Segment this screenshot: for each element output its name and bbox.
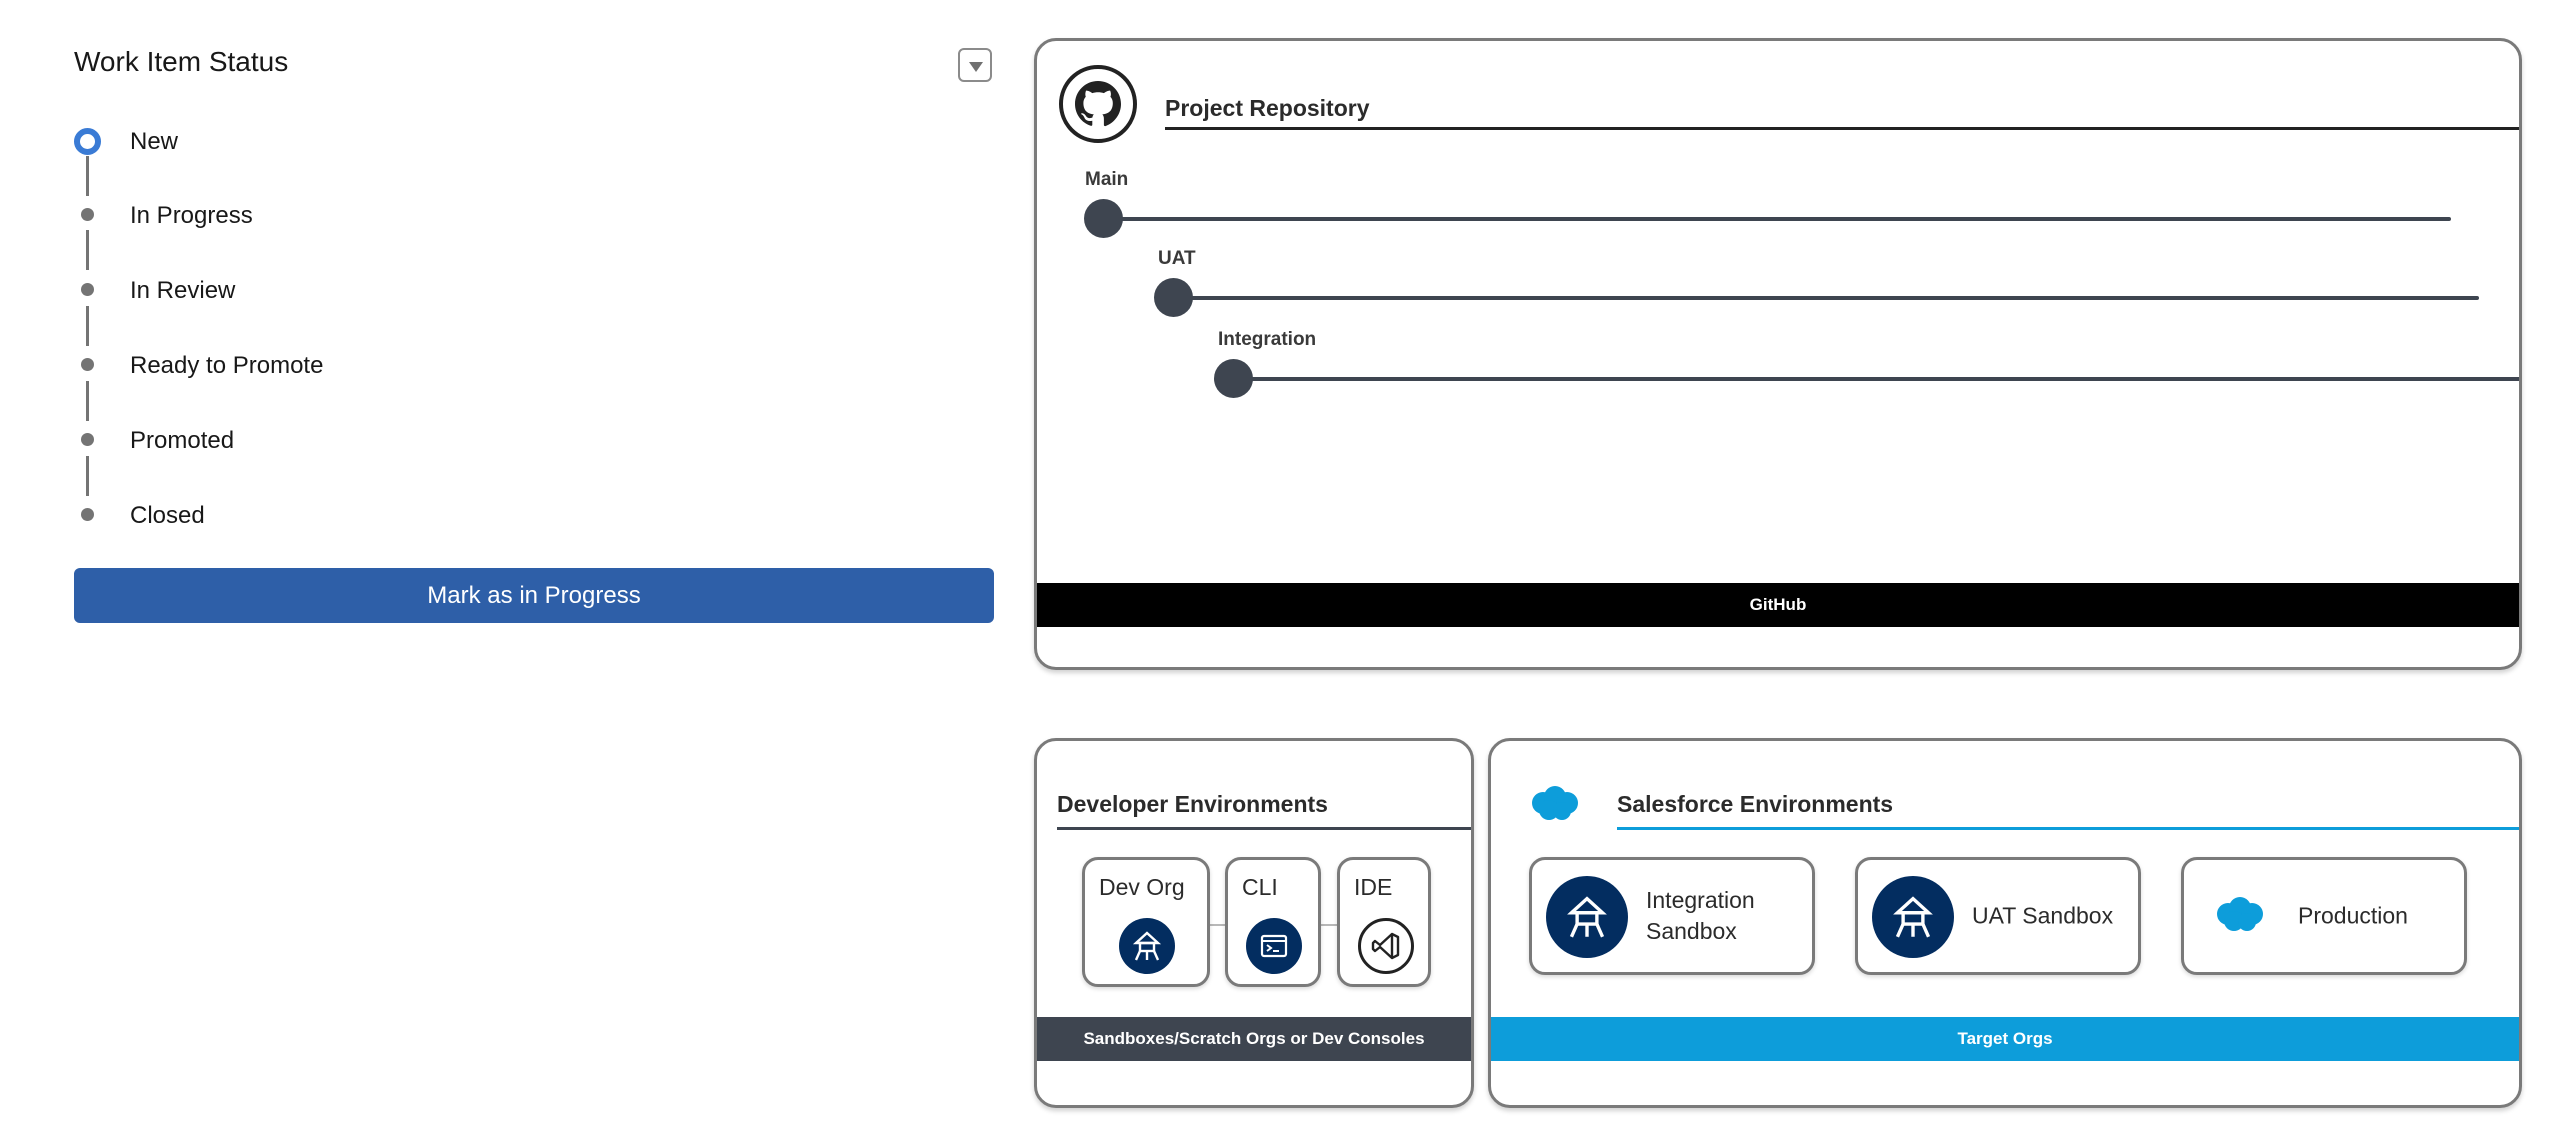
status-step-label: Closed — [130, 502, 205, 529]
integration-sandbox-env[interactable]: Integration Sandbox — [1529, 857, 1815, 975]
sandbox-icon — [1119, 918, 1175, 974]
step-indicator — [81, 508, 94, 521]
tool-label: CLI — [1242, 874, 1278, 900]
target-orgs-footer: Target Orgs — [1491, 1017, 2519, 1061]
developer-environments-card: Developer Environments Dev Org CLI — [1034, 738, 1474, 1108]
mark-as-in-progress-button[interactable]: Mark as in Progress — [74, 568, 994, 623]
github-footer: GitHub — [1037, 583, 2519, 627]
env-label: Integration Sandbox — [1646, 885, 1755, 947]
repository-title: Project Repository — [1165, 95, 1370, 121]
status-menu-dropdown-button[interactable] — [958, 48, 992, 82]
tool-connector — [1207, 924, 1227, 926]
status-step-label: In Progress — [130, 202, 253, 229]
terminal-icon — [1246, 918, 1302, 974]
sandbox-icon — [1872, 876, 1954, 958]
branch-line — [1099, 217, 2451, 221]
salesforce-environments-title: Salesforce Environments — [1617, 791, 1894, 817]
chevron-down-icon — [969, 62, 983, 72]
status-step-label: New — [130, 128, 179, 155]
step-indicator — [81, 208, 94, 221]
dev-environments-footer: Sandboxes/Scratch Orgs or Dev Consoles — [1037, 1017, 1471, 1061]
tool-label: IDE — [1354, 874, 1393, 900]
dev-org-tool[interactable]: Dev Org — [1082, 857, 1210, 987]
project-repository-card: Project Repository Main UAT Integration … — [1034, 38, 2522, 670]
uat-sandbox-env[interactable]: UAT Sandbox — [1855, 857, 2141, 975]
salesforce-cloud-icon — [1527, 785, 1581, 828]
step-indicator — [81, 283, 94, 296]
tool-label: Dev Org — [1099, 874, 1185, 900]
branch-label: Integration — [1218, 329, 1317, 350]
ide-tool[interactable]: IDE — [1337, 857, 1431, 987]
branch-label: Main — [1085, 169, 1129, 190]
env-label-line: Integration — [1646, 887, 1755, 913]
work-item-status-panel: Work Item Status New In Progress In Revi… — [74, 40, 994, 630]
cli-tool[interactable]: CLI — [1225, 857, 1321, 987]
developer-environments-title: Developer Environments — [1057, 791, 1328, 817]
heading-underline — [1057, 827, 1471, 830]
github-octocat-icon — [1059, 65, 1137, 143]
status-step-label: In Review — [130, 277, 236, 304]
production-env[interactable]: Production — [2181, 857, 2467, 975]
path-connector — [86, 156, 89, 196]
branch-line — [1231, 377, 2519, 381]
step-indicator — [81, 358, 94, 371]
branch-node[interactable] — [1084, 199, 1123, 238]
tool-connector — [1319, 924, 1339, 926]
path-connector — [86, 381, 89, 421]
env-label-line: Sandbox — [1646, 918, 1737, 944]
path-connector — [86, 456, 89, 496]
status-step-label: Promoted — [130, 427, 235, 454]
branch-node[interactable] — [1154, 278, 1193, 317]
vscode-icon — [1358, 918, 1414, 974]
branch-line — [1171, 296, 2479, 300]
heading-underline — [1165, 127, 2519, 130]
env-label: UAT Sandbox — [1972, 902, 2114, 929]
branch-node[interactable] — [1214, 359, 1253, 398]
salesforce-logo-icon — [2212, 896, 2266, 939]
status-title: Work Item Status — [74, 46, 289, 77]
heading-underline — [1617, 827, 2519, 830]
sandbox-icon — [1546, 876, 1628, 958]
step-indicator — [81, 433, 94, 446]
branch-label: UAT — [1158, 248, 1196, 269]
path-connector — [86, 230, 89, 270]
status-step-label: Ready to Promote — [130, 352, 324, 379]
current-step-indicator — [74, 128, 101, 155]
salesforce-environments-card: Salesforce Environments Integration Sand… — [1488, 738, 2522, 1108]
env-label: Production — [2298, 902, 2408, 929]
path-connector — [86, 306, 89, 346]
